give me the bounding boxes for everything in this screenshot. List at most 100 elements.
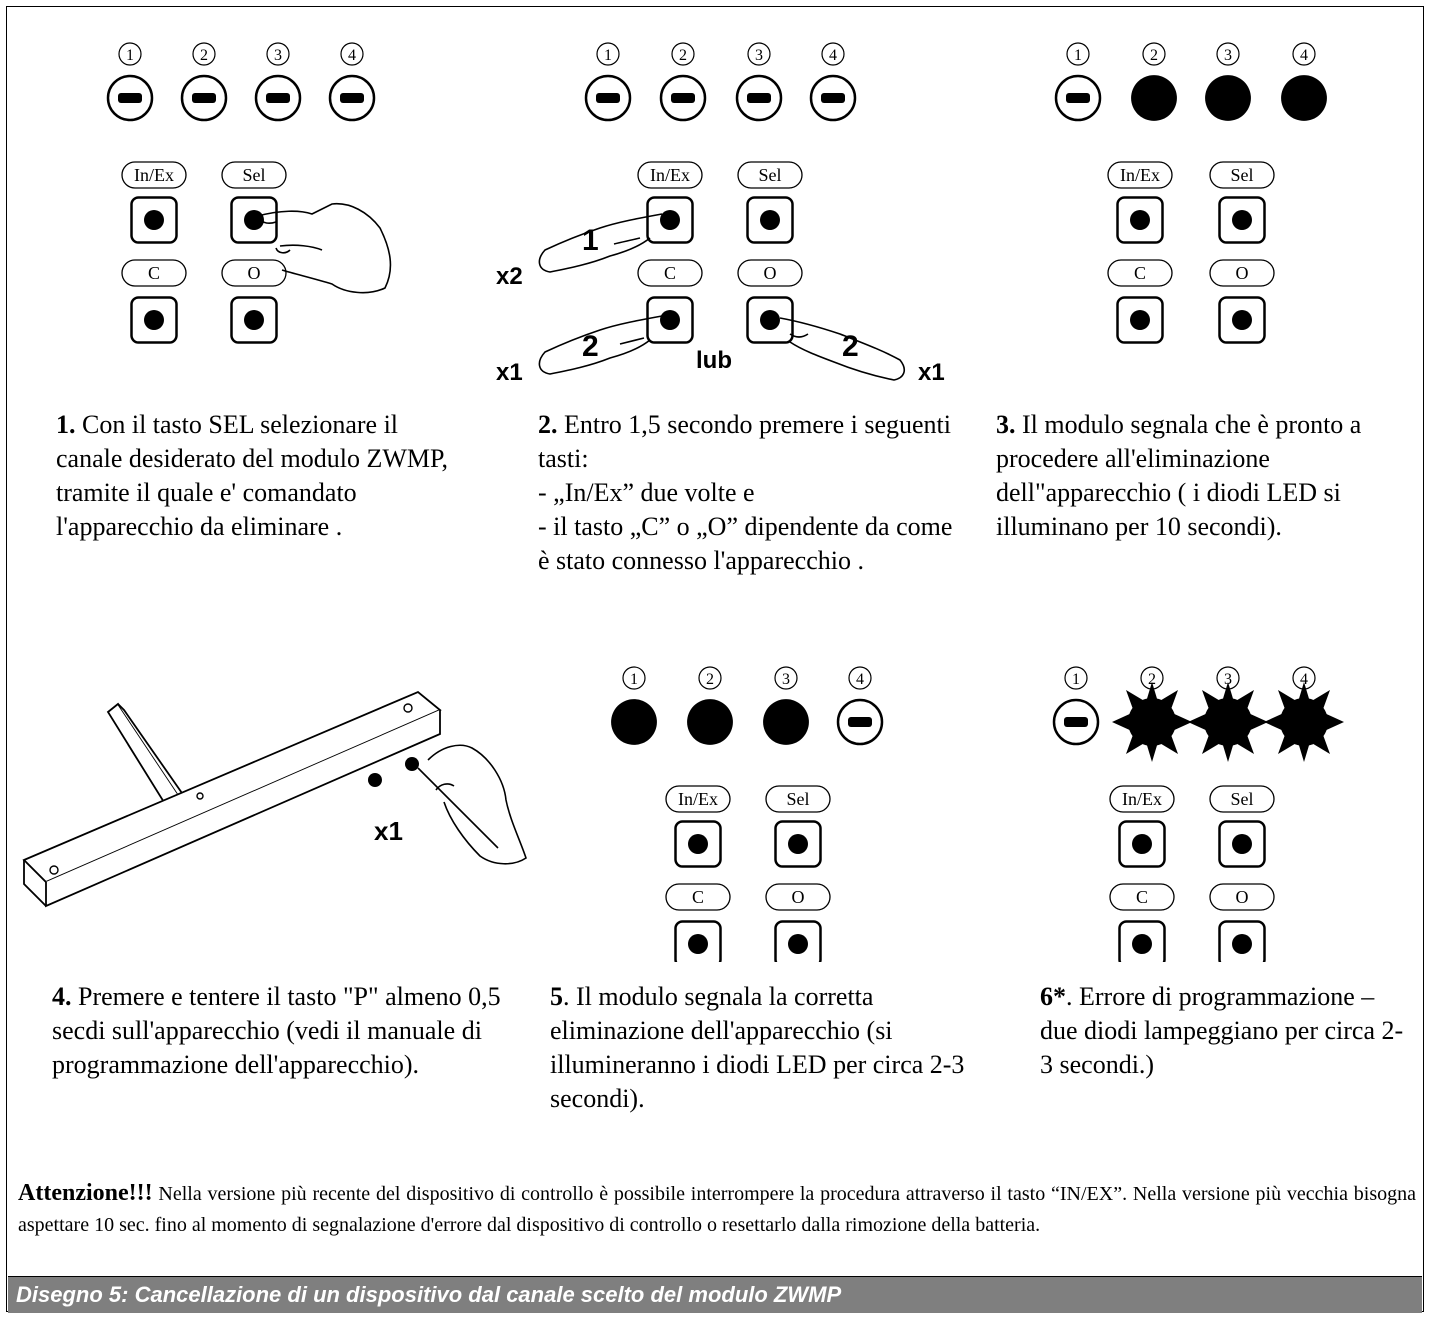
step-text: . Errore di programmazione – due diodi l…	[1040, 982, 1404, 1079]
sel-label: Sel	[1230, 789, 1253, 809]
p-button-icon	[368, 773, 382, 787]
o-button	[746, 296, 794, 344]
inex-label: In/Ex	[650, 165, 690, 185]
led-number: 4	[348, 47, 356, 64]
actuator-icon	[22, 690, 442, 908]
led-on-icon	[1131, 75, 1177, 121]
sel-button	[746, 196, 794, 244]
led-on-icon	[1205, 75, 1251, 121]
sel-label: Sel	[786, 789, 809, 809]
step-number: 6*	[1040, 982, 1066, 1011]
c-button	[674, 920, 722, 962]
o-label: O	[1236, 887, 1249, 907]
hand-icon	[538, 213, 663, 273]
led-off-icon	[659, 74, 707, 122]
led-blinking-icon	[1112, 682, 1192, 762]
led-number: 1	[126, 47, 134, 64]
sel-button	[1218, 820, 1266, 868]
sel-button	[230, 196, 278, 244]
step-text-line3: - il tasto „C” o „O” dipendente da come …	[538, 512, 953, 575]
press-count-1: 1	[582, 224, 599, 257]
attention-text: Nella versione più recente del dispositi…	[18, 1183, 1416, 1236]
attention-note: Attenzione!!! Nella versione più recente…	[18, 1178, 1416, 1241]
led-off-icon	[809, 74, 857, 122]
led-off-icon	[328, 74, 376, 122]
caption-step-1: 1. Con il tasto SEL selezionare il canal…	[56, 408, 466, 544]
led-number: 4	[856, 671, 864, 688]
times-1-label: x1	[496, 359, 523, 386]
led-off-icon	[584, 74, 632, 122]
screw-icon	[49, 703, 413, 875]
figure-step-6: 1 2 3 4	[1052, 666, 1344, 962]
led-row: 1 2 3 4	[584, 42, 857, 122]
led-number: 2	[1148, 671, 1156, 688]
led-off-icon	[836, 698, 884, 746]
led-number: 1	[1074, 47, 1082, 64]
figure-step-2: 1 2 3 4 In/Ex Sel C O	[496, 42, 945, 386]
step-text-line2: - „In/Ex” due volte e	[538, 478, 755, 507]
led-on-icon	[687, 699, 733, 745]
led-off-icon	[735, 74, 783, 122]
o-button	[1218, 296, 1266, 344]
inex-button	[674, 820, 722, 868]
button-panel: In/Ex Sel C O	[1107, 161, 1275, 344]
hand-icon	[257, 203, 392, 294]
led-number: 3	[782, 671, 790, 688]
caption-step-2: 2. Entro 1,5 secondo premere i seguenti …	[538, 408, 968, 578]
button-panel: In/Ex Sel C O	[1109, 785, 1275, 962]
caption-step-5: 5. Il modulo segnala la corretta elimina…	[550, 980, 970, 1116]
c-button	[646, 296, 694, 344]
step-text: Premere e tentere il tasto "P" almeno 0,…	[52, 982, 501, 1079]
button-panel: In/Ex Sel C O	[665, 785, 831, 962]
c-label: C	[1136, 887, 1148, 907]
led-on-icon	[611, 699, 657, 745]
o-label: O	[1236, 263, 1249, 283]
times-2-label: x2	[496, 263, 523, 290]
led-on-icon	[763, 699, 809, 745]
sel-button	[774, 820, 822, 868]
press-count-2: 2	[582, 330, 599, 363]
led-row: 1 2 3 4	[106, 42, 376, 122]
caption-step-4: 4. Premere e tentere il tasto "P" almeno…	[52, 980, 552, 1082]
inex-button	[1116, 196, 1164, 244]
o-label: O	[248, 263, 261, 283]
led-row: 1 2 3 4	[1054, 42, 1327, 122]
c-button	[130, 296, 178, 344]
c-label: C	[1134, 263, 1146, 283]
step-number: 2.	[538, 410, 558, 439]
c-label: C	[664, 263, 676, 283]
c-button	[1118, 920, 1166, 962]
figure-caption-bar: Disegno 5: Cancellazione di un dispositi…	[8, 1276, 1422, 1313]
step-number: 4.	[52, 982, 72, 1011]
hand-icon	[779, 317, 906, 381]
led-number: 1	[1072, 671, 1080, 688]
step-text: . Il modulo segnala la corretta eliminaz…	[550, 982, 965, 1113]
hand-with-pen-icon	[417, 744, 527, 865]
times-1-label-right: x1	[918, 359, 945, 386]
led-number: 2	[200, 47, 208, 64]
sel-label: Sel	[758, 165, 781, 185]
c-label: C	[692, 887, 704, 907]
hand-icon	[538, 315, 663, 375]
led-number: 4	[1300, 671, 1308, 688]
led-on-icon	[1281, 75, 1327, 121]
inex-button	[130, 196, 178, 244]
led-number: 4	[829, 47, 837, 64]
led-number: 3	[755, 47, 763, 64]
figure-step-5: 1 2 3 4 In/Ex Sel C O	[611, 666, 884, 962]
led-off-icon	[254, 74, 302, 122]
times-1-label: x1	[374, 816, 403, 846]
inex-label: In/Ex	[134, 165, 174, 185]
o-button	[774, 920, 822, 962]
led-number: 3	[274, 47, 282, 64]
inex-label: In/Ex	[678, 789, 718, 809]
attention-heading: Attenzione!!!	[18, 1180, 153, 1206]
led-number: 1	[604, 47, 612, 64]
step-number: 1.	[56, 410, 76, 439]
caption-step-6: 6*. Errore di programmazione – due diodi…	[1040, 980, 1410, 1082]
step-text: Il modulo segnala che è pronto a procede…	[996, 410, 1362, 541]
figure-step-3: 1 2 3 4 In/Ex Sel C O	[1054, 42, 1327, 344]
sel-label: Sel	[242, 165, 265, 185]
led-number: 2	[679, 47, 687, 64]
led-row: 1 2 3 4	[1052, 666, 1344, 762]
